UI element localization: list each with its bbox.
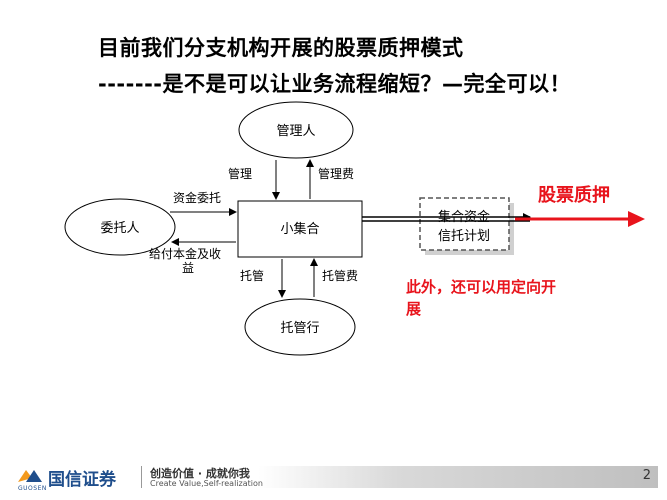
slide-title: 目前我们分支机构开展的股票质押模式 — [98, 36, 464, 60]
slide-subtitle: -------是不是可以让业务流程缩短？—完全可以！ — [98, 72, 572, 96]
edge-manage-label: 管理 — [228, 166, 252, 181]
edge-funds-entrust-label: 资金委托 — [173, 190, 221, 205]
edge-pay-principal-label-1: 给付本金及收 — [149, 246, 221, 261]
node-custodian: 托管行 — [244, 298, 356, 356]
edge-custody-fee-label: 托管费 — [322, 268, 358, 283]
node-trust-line-2: 信托计划 — [438, 229, 490, 244]
slogan-en: Create Value,Self-realization — [150, 479, 263, 488]
node-manager: 管理人 — [238, 101, 354, 159]
highlight-stock-pledge: 股票质押 — [538, 185, 610, 206]
node-manager-label: 管理人 — [276, 124, 315, 139]
slogan-cn: 创造价值 · 成就你我 — [150, 467, 250, 480]
footer-divider — [141, 466, 142, 488]
highlight-red-arrow-head — [628, 211, 645, 227]
edge-pay-principal-label-2: 益 — [182, 261, 194, 275]
node-pool-label: 小集合 — [280, 221, 319, 237]
node-custodian-label: 托管行 — [280, 321, 319, 336]
company-name-en: GUOSEN — [18, 485, 47, 492]
node-client-label: 委托人 — [100, 221, 139, 236]
node-client: 委托人 — [64, 198, 176, 256]
note-directional: 此外，还可以用定向开展 — [406, 278, 557, 318]
node-pool: 小集合 — [237, 200, 363, 258]
page-number: 2 — [642, 468, 651, 483]
company-logo-icon — [18, 470, 42, 482]
node-trust: 集合资金 信托计划 — [419, 197, 514, 255]
company-name: 国信证券 — [48, 470, 116, 490]
edge-custody-label: 托管 — [240, 268, 264, 283]
footer-bar — [258, 466, 658, 488]
edge-manage-fee-label: 管理费 — [318, 166, 354, 181]
